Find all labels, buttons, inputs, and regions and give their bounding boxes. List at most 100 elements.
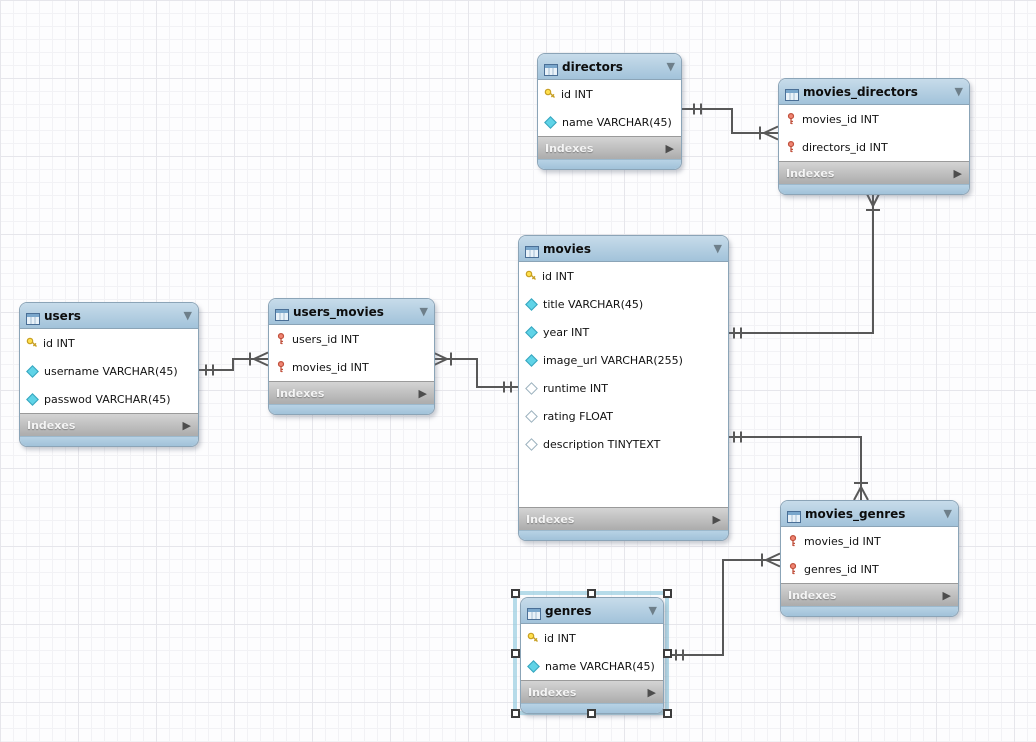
- table-genres[interactable]: genres ▼ id INT name VARCHAR(45) Indexes…: [520, 597, 664, 714]
- table-bottom-bar: [779, 184, 969, 194]
- column-row[interactable]: description TINYTEXT: [519, 430, 728, 458]
- column-row[interactable]: rating FLOAT: [519, 402, 728, 430]
- table-icon: [275, 306, 289, 321]
- selection-handle[interactable]: [663, 649, 672, 658]
- column-row[interactable]: id INT: [20, 329, 198, 357]
- column-label: id INT: [561, 87, 593, 101]
- column-label: name VARCHAR(45): [545, 659, 655, 673]
- table-columns: movies_id INT genres_id INT: [781, 527, 958, 583]
- column-row[interactable]: image_url VARCHAR(255): [519, 346, 728, 374]
- table-header[interactable]: users ▼: [20, 303, 198, 329]
- indexes-footer[interactable]: Indexes ▶: [519, 507, 728, 530]
- column-nullable-icon: [525, 409, 538, 423]
- column-label: directors_id INT: [802, 140, 888, 154]
- column-row[interactable]: passwod VARCHAR(45): [20, 385, 198, 413]
- indexes-footer[interactable]: Indexes ▶: [781, 583, 958, 606]
- table-bottom-bar: [781, 606, 958, 616]
- indexes-footer[interactable]: Indexes ▶: [779, 161, 969, 184]
- relationship-movies-users_movies[interactable]: [432, 351, 518, 393]
- table-bottom-bar: [521, 703, 663, 713]
- expand-arrow-icon[interactable]: ▶: [953, 166, 962, 180]
- expand-arrow-icon[interactable]: ▶: [712, 512, 721, 526]
- column-row[interactable]: id INT: [521, 624, 663, 652]
- expand-arrow-icon[interactable]: ▶: [418, 386, 427, 400]
- table-header[interactable]: genres ▼: [521, 598, 663, 624]
- table-directors[interactable]: directors ▼ id INT name VARCHAR(45) Inde…: [537, 53, 682, 170]
- column-notnull-icon: [525, 353, 538, 367]
- table-users-movies[interactable]: users_movies ▼ users_id INT movies_id IN…: [268, 298, 435, 415]
- table-header[interactable]: movies ▼: [519, 236, 728, 262]
- table-header[interactable]: users_movies ▼: [269, 299, 434, 325]
- column-notnull-icon: [26, 364, 39, 378]
- column-row[interactable]: genres_id INT: [781, 555, 958, 583]
- column-label: rating FLOAT: [543, 409, 614, 423]
- indexes-footer[interactable]: Indexes ▶: [538, 136, 681, 159]
- table-movies-directors[interactable]: movies_directors ▼ movies_id INT directo…: [778, 78, 970, 195]
- table-header[interactable]: movies_genres ▼: [781, 501, 958, 527]
- table-title: genres: [545, 603, 592, 618]
- column-row[interactable]: movies_id INT: [781, 527, 958, 555]
- relationship-movies-movies_genres[interactable]: [727, 431, 869, 501]
- column-label: id INT: [544, 631, 576, 645]
- table-title: movies_directors: [803, 84, 918, 99]
- foreign-key-icon: [785, 140, 797, 153]
- table-header[interactable]: directors ▼: [538, 54, 681, 80]
- column-row[interactable]: title VARCHAR(45): [519, 290, 728, 318]
- collapse-arrow-icon[interactable]: ▼: [713, 242, 722, 255]
- selection-handle[interactable]: [663, 709, 672, 718]
- relationship-movies-movies_directors[interactable]: [727, 191, 881, 339]
- selection-handle[interactable]: [663, 589, 672, 598]
- column-label: username VARCHAR(45): [44, 364, 178, 378]
- selection-handle[interactable]: [511, 709, 520, 718]
- table-columns: id INT name VARCHAR(45): [538, 80, 681, 136]
- indexes-footer[interactable]: Indexes ▶: [521, 680, 663, 703]
- column-row[interactable]: id INT: [519, 262, 728, 290]
- column-row[interactable]: id INT: [538, 80, 681, 108]
- collapse-arrow-icon[interactable]: ▼: [183, 309, 192, 322]
- column-label: movies_id INT: [804, 534, 881, 548]
- collapse-arrow-icon[interactable]: ▼: [954, 85, 963, 98]
- table-columns: id INT username VARCHAR(45) passwod VARC…: [20, 329, 198, 413]
- column-label: users_id INT: [292, 332, 359, 346]
- column-row[interactable]: movies_id INT: [779, 105, 969, 133]
- collapse-arrow-icon[interactable]: ▼: [648, 604, 657, 617]
- selection-handle[interactable]: [587, 589, 596, 598]
- table-movies-genres[interactable]: movies_genres ▼ movies_id INT genres_id …: [780, 500, 959, 617]
- column-label: id INT: [43, 336, 75, 350]
- indexes-footer[interactable]: Indexes ▶: [269, 381, 434, 404]
- column-row[interactable]: username VARCHAR(45): [20, 357, 198, 385]
- table-users[interactable]: users ▼ id INT username VARCHAR(45) pass…: [19, 302, 199, 447]
- expand-arrow-icon[interactable]: ▶: [182, 418, 191, 432]
- selection-handle[interactable]: [511, 649, 520, 658]
- table-movies[interactable]: movies ▼ id INT title VARCHAR(45) year I…: [518, 235, 729, 541]
- column-nullable-icon: [525, 381, 538, 395]
- indexes-footer[interactable]: Indexes ▶: [20, 413, 198, 436]
- column-row[interactable]: directors_id INT: [779, 133, 969, 161]
- relationship-directors-movies_directors[interactable]: [680, 103, 779, 141]
- table-icon: [26, 310, 40, 325]
- relationship-genres-movies_genres[interactable]: [662, 552, 781, 661]
- column-row[interactable]: name VARCHAR(45): [521, 652, 663, 680]
- relationship-users-users_movies[interactable]: [197, 351, 269, 376]
- selection-handle[interactable]: [511, 589, 520, 598]
- column-row[interactable]: name VARCHAR(45): [538, 108, 681, 136]
- expand-arrow-icon[interactable]: ▶: [942, 588, 951, 602]
- foreign-key-icon: [787, 562, 799, 575]
- selection-handle[interactable]: [587, 709, 596, 718]
- foreign-key-icon: [275, 360, 287, 373]
- collapse-arrow-icon[interactable]: ▼: [419, 305, 428, 318]
- table-header[interactable]: movies_directors ▼: [779, 79, 969, 105]
- column-row[interactable]: users_id INT: [269, 325, 434, 353]
- column-row[interactable]: year INT: [519, 318, 728, 346]
- table-icon: [785, 86, 799, 101]
- column-row[interactable]: movies_id INT: [269, 353, 434, 381]
- column-row[interactable]: runtime INT: [519, 374, 728, 402]
- expand-arrow-icon[interactable]: ▶: [665, 141, 674, 155]
- table-icon: [544, 61, 558, 76]
- collapse-arrow-icon[interactable]: ▼: [943, 507, 952, 520]
- collapse-arrow-icon[interactable]: ▼: [666, 60, 675, 73]
- table-columns: id INT title VARCHAR(45) year INT image_…: [519, 262, 728, 507]
- expand-arrow-icon[interactable]: ▶: [647, 685, 656, 699]
